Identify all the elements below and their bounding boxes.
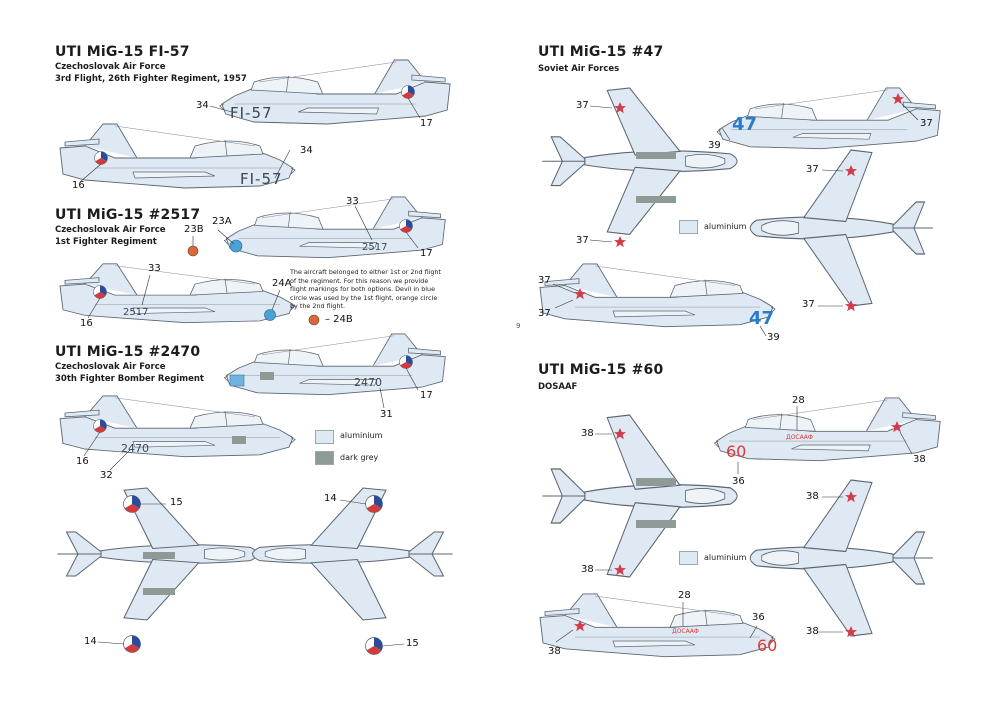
czech-plan-top	[56, 487, 261, 654]
section-subtitle-fi57-2: 3rd Flight, 26th Fighter Regiment, 1957	[55, 74, 247, 84]
callout-23b: 23B	[184, 224, 204, 235]
n60-plan-top	[541, 414, 740, 578]
code-2470-right: 2470	[354, 376, 382, 389]
legend-swatch-dark-grey	[315, 451, 334, 465]
code-60-right: 60	[726, 442, 747, 461]
legend-swatch-aluminium-60	[679, 551, 698, 565]
code-60-left: 60	[757, 636, 778, 655]
callout-31: 31	[380, 409, 393, 420]
callout-37: 37	[802, 299, 815, 310]
callout-38: 38	[548, 646, 561, 657]
section-title-2517: UTI MiG-15 #2517	[55, 207, 201, 223]
callout-38: 38	[806, 626, 819, 637]
callout-15: 15	[406, 638, 419, 649]
dosaaf-lettering-left: ДОСААФ	[672, 628, 699, 635]
legend-swatch-aluminium-47	[679, 220, 698, 234]
callout-34: 34	[196, 100, 209, 111]
n2517-profile-right	[187, 196, 446, 259]
callout-39: 39	[708, 140, 721, 151]
callout-16: 16	[76, 456, 89, 467]
callout-24b: – 24B	[325, 314, 353, 325]
n47-plan-top	[541, 87, 740, 248]
code-47-left: 47	[749, 308, 775, 329]
section-subtitle-47: Soviet Air Forces	[538, 64, 620, 74]
page-mark: 9	[516, 322, 521, 330]
callout-24a: 24A	[272, 278, 292, 289]
callout-34: 34	[300, 145, 313, 156]
fi57-profile-left	[59, 123, 296, 189]
callout-28: 28	[678, 590, 691, 601]
section-title-2470: UTI MiG-15 #2470	[55, 344, 201, 360]
code-fi57-right: FI-57	[230, 104, 273, 122]
dosaaf-lettering-right: ДОСААФ	[786, 434, 813, 441]
callout-37: 37	[576, 100, 589, 111]
callout-32: 32	[100, 470, 113, 481]
callout-39: 39	[767, 332, 780, 343]
callout-28: 28	[792, 395, 805, 406]
callout-16: 16	[72, 180, 85, 191]
callout-38: 38	[913, 454, 926, 465]
callout-38: 38	[581, 564, 594, 575]
legend-label-aluminium: aluminium	[340, 431, 383, 440]
section-subtitle-2470-2: 30th Fighter Bomber Regiment	[55, 374, 204, 384]
callout-15: 15	[170, 497, 183, 508]
legend-label-aluminium-60: aluminium	[704, 553, 747, 562]
czech-plan-bottom	[249, 487, 454, 656]
callout-37: 37	[576, 235, 589, 246]
n2470-profile-right	[223, 333, 446, 409]
section-subtitle-2517-1: Czechoslovak Air Force	[55, 225, 166, 235]
callout-14: 14	[84, 636, 97, 647]
code-fi57-left: FI-57	[240, 170, 283, 188]
callout-36: 36	[752, 612, 765, 623]
n60-profile-left	[539, 593, 776, 658]
n2517-profile-left	[59, 263, 320, 326]
callout-33: 33	[148, 263, 161, 274]
n47-plan-bottom	[747, 149, 934, 312]
callout-37: 37	[920, 118, 933, 129]
code-2470-left: 2470	[121, 442, 149, 455]
section-title-fi57: UTI MiG-15 FI-57	[55, 44, 190, 60]
callout-17: 17	[420, 118, 433, 129]
callout-37: 37	[538, 275, 551, 286]
callout-14: 14	[324, 493, 337, 504]
legend-label-dark-grey: dark grey	[340, 453, 379, 462]
code-47-right: 47	[732, 114, 758, 135]
callout-36: 36	[732, 476, 745, 487]
code-2517-left: 2517	[123, 307, 149, 318]
section-subtitle-2470-1: Czechoslovak Air Force	[55, 362, 166, 372]
n60-profile-right	[714, 397, 941, 474]
section-title-47: UTI MiG-15 #47	[538, 44, 664, 60]
callout-33: 33	[346, 196, 359, 207]
callout-37: 37	[538, 308, 551, 319]
section-title-60: UTI MiG-15 #60	[538, 362, 664, 378]
callout-38: 38	[581, 428, 594, 439]
legend-swatch-aluminium	[315, 430, 334, 444]
fi57-profile-right	[209, 59, 451, 125]
callout-17: 17	[420, 390, 433, 401]
flight-markings-note: The aircraft belonged to either 1st or 2…	[290, 268, 442, 311]
section-subtitle-2517-2: 1st Fighter Regiment	[55, 237, 157, 247]
section-subtitle-fi57-1: Czechoslovak Air Force	[55, 62, 166, 72]
callout-17: 17	[420, 248, 433, 259]
section-subtitle-60: DOSAAF	[538, 382, 578, 392]
n47-profile-left	[539, 263, 776, 337]
n2470-profile-left	[59, 395, 296, 471]
callout-16: 16	[80, 318, 93, 329]
callout-23a: 23A	[212, 216, 232, 227]
callout-37: 37	[806, 164, 819, 175]
callout-38: 38	[806, 491, 819, 502]
code-2517-right: 2517	[362, 242, 388, 253]
n60-plan-bottom	[747, 479, 934, 638]
n47-profile-right	[716, 87, 941, 150]
legend-label-aluminium-47: aluminium	[704, 222, 747, 231]
